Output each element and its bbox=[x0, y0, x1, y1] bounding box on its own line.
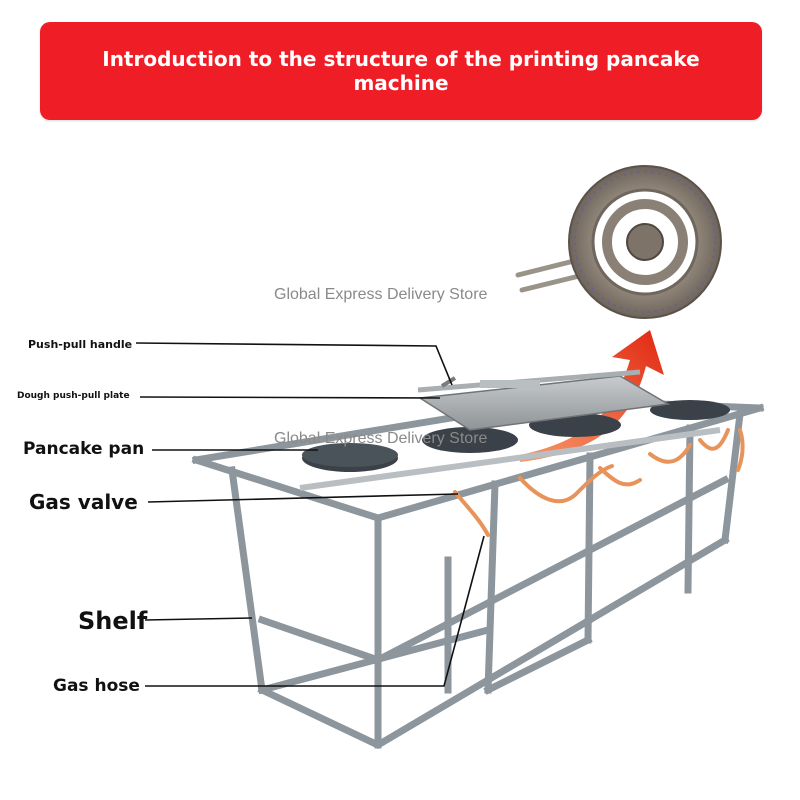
dough-push-pull-plate bbox=[417, 369, 671, 431]
label-push-pull-handle: Push-pull handle bbox=[28, 338, 133, 351]
watermark-upper: Global Express Delivery Store bbox=[274, 286, 488, 303]
label-pancake-pan: Pancake pan bbox=[23, 439, 145, 459]
gas-hoses bbox=[453, 428, 745, 537]
label-dough-push-pull-plate: Dough push-pull plate bbox=[17, 391, 130, 401]
gas-manifold bbox=[299, 427, 721, 491]
leader-lines bbox=[135, 342, 485, 687]
pancake-pans bbox=[302, 400, 730, 472]
burner-inset bbox=[515, 165, 722, 319]
banner-title: Introduction to the structure of the pri… bbox=[102, 47, 700, 95]
watermark-lower: Global Express Delivery Store bbox=[274, 430, 488, 447]
label-gas-valve: Gas valve bbox=[29, 490, 138, 514]
title-banner: Introduction to the structure of the pri… bbox=[40, 22, 762, 120]
label-gas-hose: Gas hose bbox=[53, 676, 140, 696]
label-shelf: Shelf bbox=[78, 607, 148, 635]
